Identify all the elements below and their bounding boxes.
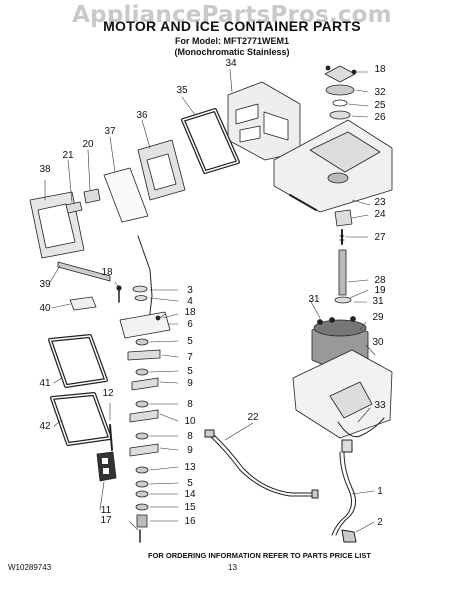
callout-19: 19 — [374, 285, 386, 296]
part-34-bracket — [227, 81, 301, 161]
callout-31-right: 31 — [372, 296, 384, 307]
watermark: AppliancePartsPros.com — [72, 2, 392, 28]
callout-21: 21 — [62, 150, 74, 161]
callout-29: 29 — [372, 312, 384, 323]
page-number: 13 — [228, 563, 237, 572]
callout-18-left: 18 — [101, 267, 113, 278]
callout-39: 39 — [39, 279, 51, 290]
callout-35: 35 — [176, 85, 188, 96]
part-22-wire-harness — [204, 429, 319, 499]
part-21 — [65, 201, 83, 214]
part-11-bracket — [96, 451, 117, 482]
part-20 — [83, 188, 101, 204]
part-35-gasket — [181, 108, 240, 174]
model-line: For Model: MFT2771WEM1 — [174, 36, 289, 46]
callout-3: 3 — [187, 285, 193, 296]
callout-numbers: 18 32 25 26 34 35 36 37 20 21 38 23 24 2… — [39, 58, 386, 528]
part-37-panel — [103, 167, 149, 223]
callout-41: 41 — [39, 378, 51, 389]
callout-8-b: 8 — [187, 431, 193, 442]
callout-18-top: 18 — [374, 64, 386, 75]
diagram-title: MOTOR AND ICE CONTAINER PARTS — [103, 18, 361, 34]
callout-10: 10 — [184, 416, 196, 427]
callout-13: 13 — [184, 462, 196, 473]
callout-17: 17 — [100, 515, 112, 526]
callout-23: 23 — [374, 197, 386, 208]
callout-36: 36 — [136, 110, 148, 121]
part-12-pin — [109, 424, 113, 451]
callout-18-center: 18 — [184, 307, 196, 318]
callout-5-b: 5 — [187, 366, 193, 377]
part-23-housing — [273, 119, 393, 213]
part-38-door — [29, 191, 85, 259]
leader-lines — [44, 68, 376, 533]
callout-1: 1 — [377, 486, 383, 497]
part-41-gasket — [48, 334, 108, 388]
callout-33: 33 — [374, 400, 386, 411]
callout-16: 16 — [184, 516, 196, 527]
callout-8-a: 8 — [187, 399, 193, 410]
callout-9-a: 9 — [187, 378, 193, 389]
callout-22: 22 — [247, 412, 259, 423]
callout-34: 34 — [225, 58, 237, 69]
part-column-center — [119, 235, 171, 543]
callout-5-a: 5 — [187, 336, 193, 347]
callout-27: 27 — [374, 232, 386, 243]
part-39-bar — [57, 261, 111, 282]
callout-25: 25 — [374, 100, 386, 111]
part-40-clip — [69, 296, 97, 311]
callout-26: 26 — [374, 112, 386, 123]
callout-40: 40 — [39, 303, 51, 314]
callout-5-c: 5 — [187, 478, 193, 489]
part-30-housing — [292, 349, 393, 439]
callout-37: 37 — [104, 126, 116, 137]
part-drive-column — [334, 209, 353, 304]
part-stack-top — [324, 65, 357, 120]
callout-28: 28 — [374, 275, 386, 286]
callout-9-b: 9 — [187, 445, 193, 456]
callout-20: 20 — [82, 139, 94, 150]
callout-42: 42 — [39, 421, 51, 432]
callout-14: 14 — [184, 489, 196, 500]
callout-6: 6 — [187, 319, 193, 330]
callout-30: 30 — [372, 337, 384, 348]
callout-2: 2 — [377, 517, 383, 528]
ordering-note: FOR ORDERING INFORMATION REFER TO PARTS … — [148, 551, 371, 560]
callout-31-left: 31 — [308, 294, 320, 305]
callout-24: 24 — [374, 209, 386, 220]
part-36-door-frame — [137, 139, 186, 201]
callout-4: 4 — [187, 296, 193, 307]
part-42-gasket — [50, 392, 112, 446]
doc-number: W10289743 — [8, 563, 52, 572]
callout-15: 15 — [184, 502, 196, 513]
callout-7: 7 — [187, 352, 193, 363]
finish-line: (Monochromatic Stainless) — [174, 47, 290, 57]
callout-38: 38 — [39, 164, 51, 175]
callout-32: 32 — [374, 87, 386, 98]
callout-12: 12 — [102, 388, 114, 399]
callout-11: 11 — [101, 505, 112, 516]
part-tubing — [331, 417, 385, 543]
